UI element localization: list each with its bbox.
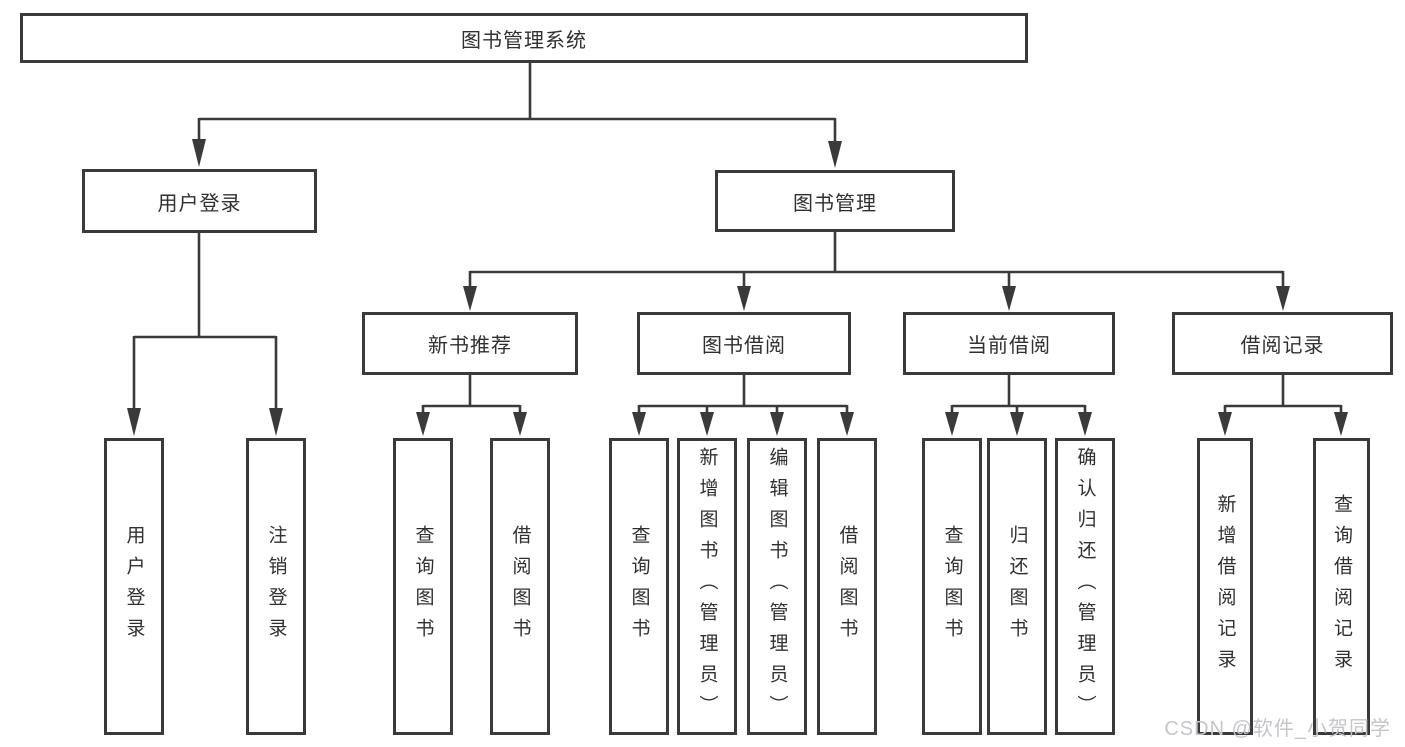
leaf-query-book-current-label: 查询图书 xyxy=(941,524,963,649)
leaf-edit-book-admin-label: 编辑图书（管理员） xyxy=(766,447,788,726)
leaf-user-login-label: 用户登录 xyxy=(123,524,145,649)
leaf-confirm-return-admin: 确认归还（管理员） xyxy=(1055,438,1115,735)
leaf-add-borrow-record: 新增借阅记录 xyxy=(1197,438,1253,735)
node-root: 图书管理系统 xyxy=(20,13,1028,63)
leaf-query-book-borrow: 查询图书 xyxy=(609,438,669,735)
leaf-logout-label: 注销登录 xyxy=(265,524,287,649)
node-borrow-record: 借阅记录 xyxy=(1172,312,1393,375)
leaf-edit-book-admin: 编辑图书（管理员） xyxy=(747,438,807,735)
leaf-query-book-current: 查询图书 xyxy=(922,438,982,735)
node-book-management: 图书管理 xyxy=(715,170,955,232)
leaf-confirm-return-admin-label: 确认归还（管理员） xyxy=(1074,447,1096,726)
leaf-query-borrow-record: 查询借阅记录 xyxy=(1313,438,1370,735)
node-new-book-recommend: 新书推荐 xyxy=(362,312,578,375)
node-book-borrow-label: 图书借阅 xyxy=(702,335,786,357)
node-root-label: 图书管理系统 xyxy=(461,29,587,52)
leaf-return-book-label: 归还图书 xyxy=(1006,524,1028,649)
node-current-borrow-label: 当前借阅 xyxy=(967,335,1051,357)
leaf-user-login: 用户登录 xyxy=(104,438,164,735)
leaf-borrow-book-recommend-label: 借阅图书 xyxy=(509,524,531,649)
node-book-borrow: 图书借阅 xyxy=(637,312,851,375)
node-borrow-record-label: 借阅记录 xyxy=(1240,335,1325,357)
node-book-management-label: 图书管理 xyxy=(793,192,877,215)
leaf-add-borrow-record-label: 新增借阅记录 xyxy=(1214,493,1236,680)
leaf-borrow-book-recommend: 借阅图书 xyxy=(490,438,550,735)
node-new-book-recommend-label: 新书推荐 xyxy=(428,335,512,357)
node-user-login: 用户登录 xyxy=(82,169,317,233)
leaf-borrow-book: 借阅图书 xyxy=(817,438,877,735)
leaf-query-borrow-record-label: 查询借阅记录 xyxy=(1331,493,1352,680)
leaf-query-book-recommend: 查询图书 xyxy=(393,438,453,735)
leaf-query-book-recommend-label: 查询图书 xyxy=(412,524,434,649)
leaf-borrow-book-label: 借阅图书 xyxy=(836,524,858,649)
node-current-borrow: 当前借阅 xyxy=(903,312,1115,375)
node-user-login-label: 用户登录 xyxy=(157,192,242,215)
arrowheads xyxy=(127,139,1348,436)
leaf-query-book-borrow-label: 查询图书 xyxy=(628,524,650,649)
leaf-logout: 注销登录 xyxy=(246,438,306,735)
leaf-return-book: 归还图书 xyxy=(987,438,1047,735)
leaf-add-book-admin: 新增图书（管理员） xyxy=(677,438,737,735)
leaf-add-book-admin-label: 新增图书（管理员） xyxy=(696,447,718,726)
